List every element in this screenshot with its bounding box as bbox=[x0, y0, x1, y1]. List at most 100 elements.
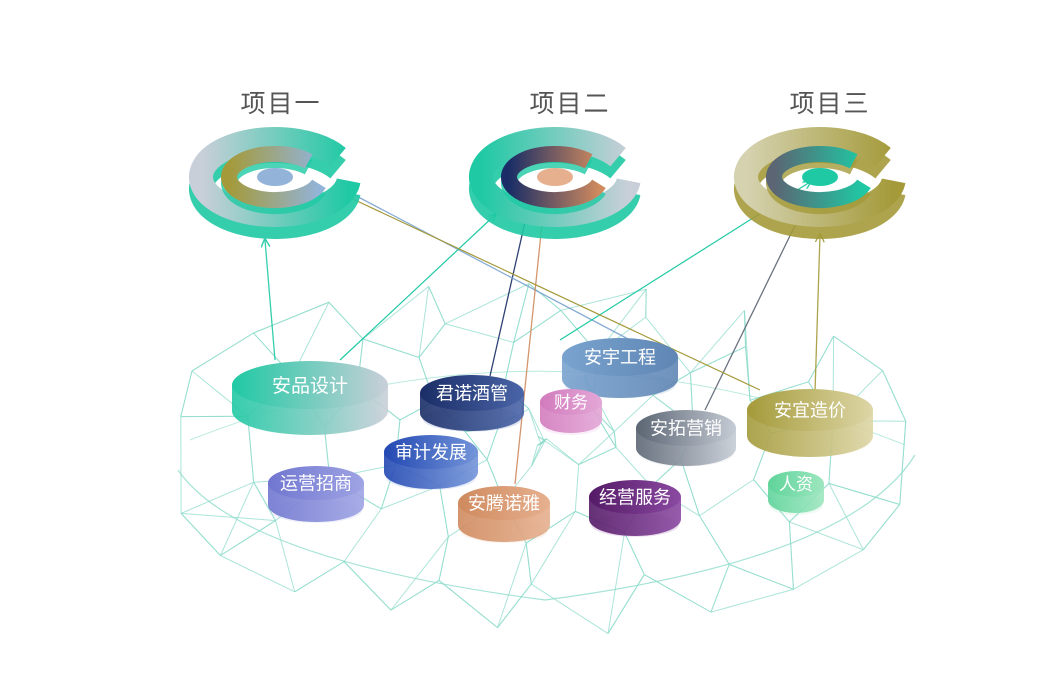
ring-core bbox=[257, 168, 293, 186]
mesh-line bbox=[294, 561, 345, 593]
mesh-line bbox=[624, 532, 645, 575]
mesh-line bbox=[644, 574, 712, 613]
department-label: 安拓营销 bbox=[650, 418, 722, 439]
mesh-line bbox=[560, 288, 647, 311]
mesh-line bbox=[833, 335, 883, 371]
mesh-line bbox=[180, 481, 254, 514]
mesh-line bbox=[690, 346, 746, 374]
mesh-line bbox=[808, 335, 835, 383]
connector-arrow bbox=[265, 240, 276, 361]
mesh-line bbox=[390, 580, 440, 611]
department-disc: 安拓营销 bbox=[636, 410, 736, 467]
connector-arrow bbox=[814, 235, 820, 393]
mesh-line bbox=[253, 301, 330, 334]
department-label: 安品设计 bbox=[272, 375, 348, 397]
mesh-line bbox=[180, 370, 193, 417]
project-title-1: 项目一 bbox=[240, 89, 322, 118]
mesh-line bbox=[613, 431, 617, 448]
mesh-line bbox=[343, 561, 392, 611]
disc-top bbox=[636, 410, 736, 446]
mesh-line bbox=[220, 520, 276, 556]
mesh-line bbox=[544, 440, 579, 466]
mesh-line bbox=[445, 323, 514, 343]
mesh-line bbox=[574, 464, 580, 512]
mesh-line bbox=[699, 515, 730, 565]
mesh-line bbox=[343, 508, 382, 562]
mesh-line bbox=[328, 301, 364, 340]
department-disc: 审计发展 bbox=[384, 435, 478, 490]
project-ring-2 bbox=[469, 127, 641, 239]
mesh-line bbox=[381, 485, 440, 510]
disc-top bbox=[420, 375, 524, 411]
connector-arrow bbox=[704, 205, 805, 411]
mesh-line bbox=[525, 510, 576, 544]
ring-inner bbox=[766, 146, 871, 208]
department-label: 人资 bbox=[779, 475, 813, 495]
wireframe-globe bbox=[177, 283, 916, 634]
department-label: 经营服务 bbox=[599, 487, 671, 508]
mesh-line bbox=[645, 316, 691, 374]
mesh-line bbox=[578, 431, 615, 465]
department-label: 君诺酒管 bbox=[436, 383, 508, 404]
mesh-line bbox=[486, 425, 500, 460]
mesh-line bbox=[680, 458, 700, 516]
department-label: 安宇工程 bbox=[584, 347, 656, 368]
mesh-line bbox=[525, 543, 532, 585]
mesh-line bbox=[528, 408, 539, 437]
mesh-line bbox=[464, 431, 488, 460]
mesh-line bbox=[438, 536, 449, 581]
department-disc: 财务 bbox=[540, 389, 602, 436]
mesh-line bbox=[882, 370, 907, 422]
mesh-line bbox=[513, 283, 530, 343]
mesh-line bbox=[531, 440, 546, 467]
mesh-line bbox=[362, 285, 429, 340]
department-disc: 安宜造价 bbox=[747, 389, 873, 457]
connector-arrow bbox=[340, 193, 761, 391]
mesh-line bbox=[428, 286, 446, 324]
ring-inner bbox=[501, 146, 606, 208]
mesh-line bbox=[181, 512, 276, 522]
disc-top bbox=[268, 466, 364, 500]
disc-top bbox=[232, 361, 388, 409]
disc-top bbox=[747, 389, 873, 431]
mesh-line bbox=[438, 580, 498, 629]
mesh-line bbox=[180, 513, 221, 556]
mesh-line bbox=[444, 283, 530, 325]
department-label: 审计发展 bbox=[395, 442, 467, 463]
disc-top bbox=[458, 486, 550, 520]
department-disc: 人资 bbox=[768, 471, 824, 516]
mesh-line bbox=[862, 504, 901, 551]
mesh-line bbox=[828, 482, 900, 505]
department-disc: 运营招商 bbox=[268, 466, 364, 523]
mesh-line bbox=[191, 332, 254, 372]
mesh-line bbox=[789, 521, 864, 551]
department-label: 安腾诺雅 bbox=[468, 493, 540, 514]
disc-top bbox=[540, 389, 602, 415]
mesh-line bbox=[362, 338, 420, 358]
mesh-line bbox=[528, 408, 545, 441]
mesh-line bbox=[530, 511, 576, 585]
mesh-line bbox=[729, 563, 794, 590]
disc-top bbox=[589, 480, 681, 514]
connector-arrow bbox=[339, 215, 495, 361]
mesh-line bbox=[530, 583, 609, 634]
mesh-line bbox=[607, 532, 626, 634]
mesh-line bbox=[613, 394, 654, 432]
mesh-line bbox=[788, 521, 794, 590]
department-disc: 安宇工程 bbox=[562, 338, 678, 399]
disc-top bbox=[384, 435, 478, 469]
project-rings bbox=[189, 127, 906, 239]
mesh-line bbox=[497, 542, 527, 628]
ring-outer bbox=[734, 127, 906, 227]
mesh-line bbox=[607, 574, 645, 634]
disc-top bbox=[768, 471, 824, 497]
mesh-line bbox=[275, 520, 296, 592]
mesh-line bbox=[513, 309, 562, 343]
project-ring-1 bbox=[189, 127, 361, 239]
project-title-2: 项目二 bbox=[529, 89, 611, 118]
department-label: 运营招商 bbox=[280, 473, 352, 494]
ring-outer bbox=[469, 127, 641, 227]
mesh-line bbox=[578, 446, 617, 466]
mesh-line bbox=[418, 286, 430, 358]
mesh-line bbox=[220, 555, 295, 593]
